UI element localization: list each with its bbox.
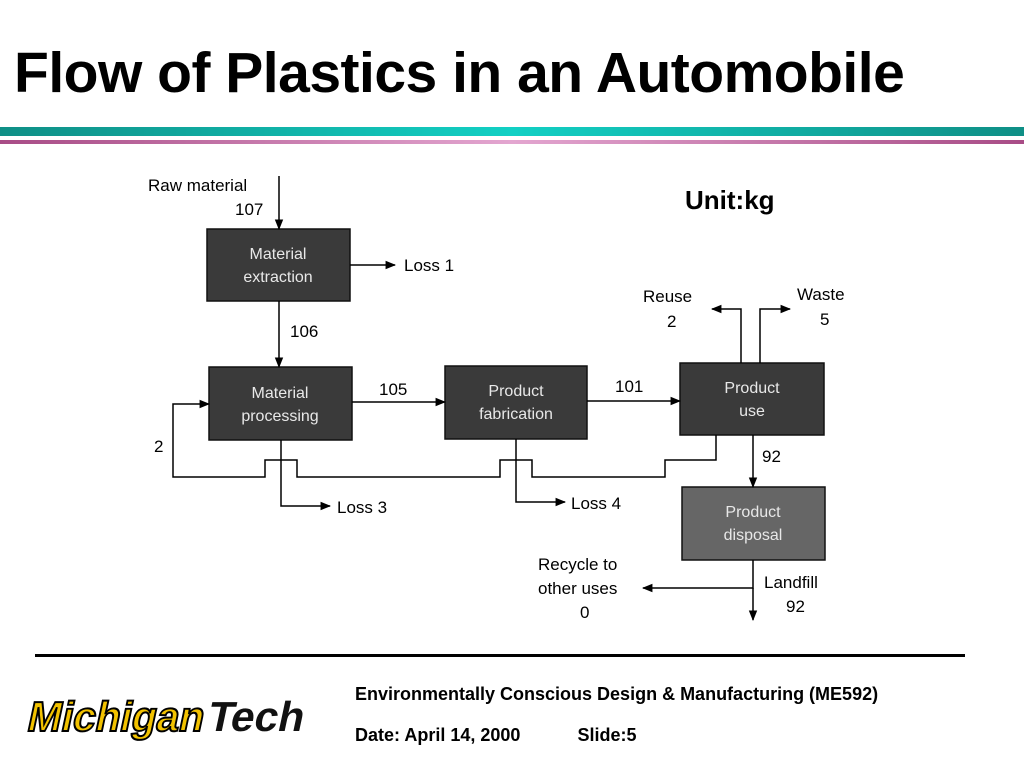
flow-101-label: 101 [615,377,643,396]
waste-value: 5 [820,310,829,329]
landfill-label: Landfill [764,573,818,592]
unit-label: Unit:kg [685,185,775,215]
flow-recycle-back-arrow [172,399,717,478]
reuse-value: 2 [667,312,676,331]
recycle-other-value: 0 [580,603,589,622]
waste-label: Waste [797,285,845,304]
raw-material-value: 107 [235,200,263,219]
flow-recycle-other-arrow [641,560,754,593]
box-label: Material [252,385,309,402]
box-label: Material [250,246,307,263]
footer-meta: Date: April 14, 2000 Slide:5 [355,725,636,746]
title-rule-teal [0,127,1024,136]
flow-105-label: 105 [379,380,407,399]
recycle-other-label-2: other uses [538,579,617,598]
box-product-use: Product use [679,362,825,436]
box-material-extraction: Material extraction [206,228,351,302]
box-material-processing: Material processing [208,366,353,441]
flow-106-label: 106 [290,322,318,341]
box-label: Product [724,380,780,397]
logo-text-michigan: Michigan [24,693,210,739]
recycle-other-label-1: Recycle to [538,555,617,574]
box-label: use [739,403,765,420]
box-label: Product [725,504,781,521]
raw-material-label: Raw material [148,176,247,195]
reuse-label: Reuse [643,287,692,306]
box-product-fabrication: Product fabrication [444,365,588,440]
material-flow-diagram: Material extraction Material processing … [148,176,845,622]
logo-text-tech: Tech [204,693,310,739]
flow-92-label: 92 [762,447,781,466]
title-rule-pink [0,140,1024,144]
flow-waste-arrow [759,304,792,363]
loss4-label: Loss 4 [571,494,621,513]
michigan-tech-logo: Michigan Tech [22,683,322,745]
slide-title: Flow of Plastics in an Automobile [14,41,905,105]
flow-loss3-arrow [280,440,332,511]
box-label: extraction [243,269,312,286]
box-label: Product [488,383,544,400]
footer-date: Date: April 14, 2000 [355,725,521,745]
flow-reuse-arrow [710,304,742,363]
footer-slide-number: Slide:5 [577,725,637,745]
flow-loss4-arrow [515,439,567,507]
footer-rule [35,654,965,657]
box-label: disposal [724,527,783,544]
box-product-disposal: Product disposal [681,486,826,561]
recycle-back-label: 2 [154,437,163,456]
loss1-label: Loss 1 [404,256,454,275]
box-label: fabrication [479,406,553,423]
loss3-label: Loss 3 [337,498,387,517]
course-title: Environmentally Conscious Design & Manuf… [355,684,879,704]
box-label: processing [241,408,318,425]
landfill-value: 92 [786,597,805,616]
